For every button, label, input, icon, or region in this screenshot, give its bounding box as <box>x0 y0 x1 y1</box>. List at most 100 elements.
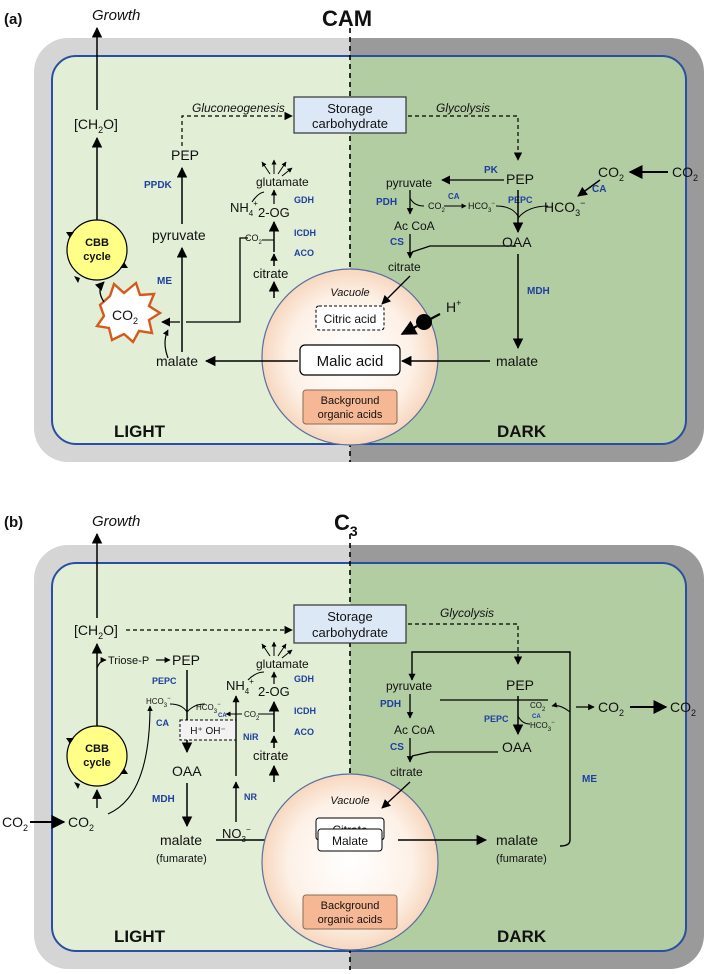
carbohydrate-label-b: carbohydrate <box>312 625 388 640</box>
background-label-a: Background <box>321 395 380 407</box>
co2-outer-a: CO2 <box>672 164 698 183</box>
malate-left-a: malate <box>156 353 198 369</box>
growth-label-b: Growth <box>92 513 140 530</box>
hco3-right-b: HCO3− <box>530 720 555 733</box>
cycle-label-b: cycle <box>83 757 111 769</box>
me-enzyme-b: ME <box>582 774 597 785</box>
malate-box-b <box>317 828 383 852</box>
cs-enzyme-a: CS <box>390 237 404 248</box>
malate-right-a: malate <box>496 353 538 369</box>
citric-acid-box <box>315 305 385 331</box>
glutamate-b: glutamate <box>256 657 309 671</box>
hplus-a: H+ <box>446 298 461 315</box>
pyruvate-right-b: pyruvate <box>386 679 432 693</box>
co2-inner-right-b: CO2 <box>598 699 624 718</box>
cbb-label-b: CBB <box>85 743 109 755</box>
pep-right-b: PEP <box>506 677 534 693</box>
dark-label-a: DARK <box>497 422 547 441</box>
ch2o-a: [CH2O] <box>74 116 118 135</box>
co2-inside-b: CO2 <box>68 814 94 833</box>
oaa-left-b: OAA <box>172 763 202 779</box>
fumarate-right-b: (fumarate) <box>496 853 547 865</box>
ch2o-b: [CH2O] <box>74 622 118 641</box>
cs-enzyme-b: CS <box>390 742 404 753</box>
background-acids-box-b <box>302 894 398 930</box>
background-label-b: Background <box>321 900 380 912</box>
co2-tca-a: CO2 <box>245 233 263 246</box>
malate-box-label: Malate <box>332 834 368 848</box>
me-enzyme-a: ME <box>157 276 172 287</box>
storage-label-a: Storage <box>327 101 373 116</box>
pep-left-a: PEP <box>171 147 199 163</box>
panel-a: (a) CAM Growth [CH2O] Storage carbohydra… <box>4 6 704 462</box>
ca-tiny-right-b: CA <box>532 714 541 720</box>
hco3-left-b: HCO3− <box>146 696 171 709</box>
nir-enzyme: NiR <box>243 732 259 742</box>
mdh-enzyme-b: MDH <box>152 794 175 805</box>
hco3-mid-b: HCO3− <box>196 702 221 715</box>
hco3-a: HCO3− <box>544 198 585 218</box>
cbb-label-a: CBB <box>85 237 109 249</box>
proton-pump-icon <box>416 314 432 330</box>
ca-enzyme-b-left: CA <box>156 718 169 728</box>
cbb-cycle-a <box>66 219 128 281</box>
2og-b: 2-OG <box>258 684 290 699</box>
triose-p: Triose-P <box>108 655 149 667</box>
co2-burst-a: CO2 <box>112 307 138 326</box>
panel-a-label: (a) <box>4 11 22 28</box>
aco-enzyme-a: ACO <box>294 248 314 258</box>
icdh-enzyme-a: ICDH <box>294 228 316 238</box>
malate-left-b: malate <box>160 832 202 848</box>
hco3-small-a: HCO3− <box>468 201 495 214</box>
gluconeogenesis-label: Gluconeogenesis <box>192 101 285 115</box>
background-acids-box-a <box>302 389 398 425</box>
co2-pdh-a: CO2 <box>428 201 446 214</box>
glutamate-a: glutamate <box>256 175 309 189</box>
2og-a: 2-OG <box>258 205 290 220</box>
malic-acid-box <box>299 344 401 376</box>
citrate-left-b: citrate <box>253 748 288 763</box>
light-label-a: LIGHT <box>114 422 166 441</box>
co2-right-small-b: CO2 <box>530 701 546 713</box>
oaa-a: OAA <box>502 234 532 250</box>
malic-acid-label: Malic acid <box>317 353 384 370</box>
co2-mid-b: CO2 <box>244 710 260 722</box>
ca-small-enzyme-a: CA <box>448 192 460 201</box>
malate-right-b: malate <box>496 832 538 848</box>
nr-enzyme: NR <box>244 792 257 802</box>
co2-burst-icon <box>94 280 163 344</box>
light-label-b: LIGHT <box>114 927 166 946</box>
h-oh-label: H⁺ OH⁻ <box>190 726 226 737</box>
nh4-b: NH4+ <box>226 677 254 696</box>
panel-b: (b) C3 Growth [CH2O] Storage carbohydrat… <box>2 510 704 970</box>
gdh-enzyme-b: GDH <box>294 674 314 684</box>
vacuole-label-a: Vacuole <box>330 287 369 299</box>
storage-carbohydrate-box-b <box>293 604 407 644</box>
co2-outside-b: CO2 <box>2 814 28 833</box>
citric-acid-label: Citric acid <box>324 312 377 326</box>
ppdk-enzyme: PPDK <box>144 180 173 191</box>
gdh-enzyme-a: GDH <box>294 195 314 205</box>
storage-carbohydrate-box-a <box>293 96 407 134</box>
ca-enzyme-a: CA <box>592 184 606 195</box>
co2-outer-right-b: CO2 <box>670 699 696 718</box>
mdh-enzyme-a: MDH <box>527 286 550 297</box>
organic-acids-label-a: organic acids <box>318 409 383 421</box>
cycle-label-a: cycle <box>83 251 111 263</box>
acoa-a: Ac CoA <box>394 219 435 233</box>
glycolysis-label-a: Glycolysis <box>436 101 490 115</box>
pepc-enzyme-b-right: PEPC <box>484 714 509 724</box>
cbb-cycle-b <box>66 725 128 787</box>
citrate-right-a: citrate <box>388 260 421 274</box>
citrate-right-b: citrate <box>390 765 423 779</box>
ca-tiny-b: CA <box>218 713 227 719</box>
co2-inner-a: CO2 <box>598 164 624 183</box>
no3-b: NO3− <box>222 825 251 844</box>
icdh-enzyme-b: ICDH <box>294 706 316 716</box>
panel-a-title: CAM <box>322 6 372 31</box>
pdh-enzyme-a: PDH <box>376 197 397 208</box>
storage-label-b: Storage <box>327 609 373 624</box>
glycolysis-label-b: Glycolysis <box>440 606 494 620</box>
dark-label-b: DARK <box>497 927 547 946</box>
